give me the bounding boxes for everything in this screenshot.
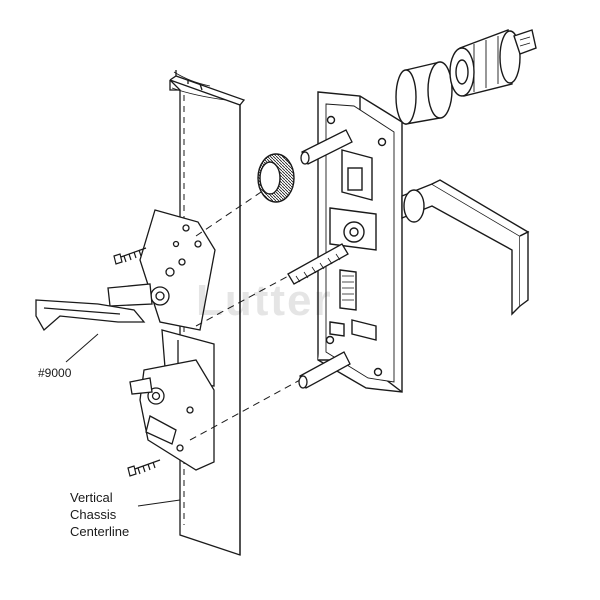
mounting-screw-icon [113, 247, 147, 265]
lever-handle [401, 179, 530, 316]
standoff-post [298, 351, 351, 389]
centerline-leader-line [137, 499, 181, 507]
vertical-latch-mechanism [35, 209, 216, 471]
part-number-label: #9000 [38, 366, 72, 380]
spindle-rod [287, 243, 349, 285]
trim-escutcheon-plate [317, 91, 403, 393]
mounting-screw-icon [127, 459, 161, 477]
cylinder-ring [395, 61, 453, 125]
alignment-lines [189, 185, 301, 441]
centerline-label-line-3: Centerline [70, 524, 130, 539]
threaded-ring [257, 153, 295, 203]
cylinder-lock-icon [449, 29, 537, 97]
centerline-label-line-1: Vertical [70, 490, 113, 505]
centerline-label-line-2: Chassis [70, 507, 117, 522]
part-leader-line [65, 333, 99, 363]
centerline-label: Vertical Chassis Centerline [70, 489, 129, 540]
standoff-post [300, 129, 353, 165]
watermark-logo: Lutter [196, 276, 333, 325]
